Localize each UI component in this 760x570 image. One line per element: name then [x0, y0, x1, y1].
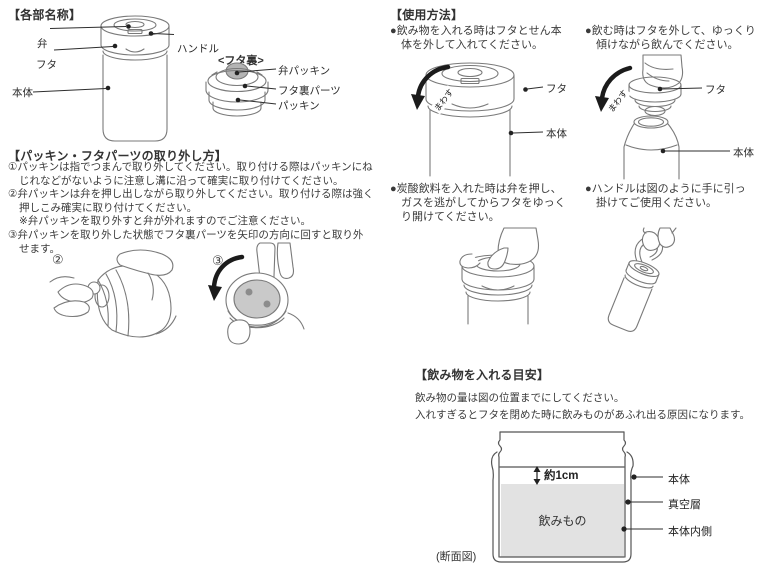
usage-figure-soda — [420, 227, 585, 340]
close-lid-illustration — [411, 62, 544, 177]
label-body: 本体 — [733, 147, 754, 159]
removal-step-3: ③弁パッキンを取り外した状態でフタ裏パーツを矢印の方向に回すと取り外 せます。 — [8, 228, 364, 255]
fill-guide-note: 飲み物の量は図の位置までにしてください。 入れすぎるとフタを閉めた時に飲みものが… — [415, 392, 750, 421]
cross-section-caption: (断面図) — [436, 551, 477, 563]
cross-section-illustration — [490, 431, 663, 563]
label-valve: 弁 — [37, 38, 48, 50]
section-title-removal: 【パッキン・フタパーツの取り外し方】 — [8, 149, 228, 163]
label-body: 本体 — [12, 87, 33, 99]
label-valve-packing: 弁パッキン — [278, 65, 331, 77]
label-lid: フタ — [705, 84, 726, 96]
section-title-parts: 【各部名称】 — [8, 8, 82, 22]
bottle-illustration — [32, 15, 175, 142]
label-body: 本体 — [668, 474, 690, 486]
lid-back-figure: <フタ裏> 弁パッキン フタ裏パーツ パッキン — [200, 50, 380, 150]
removal-step-2: ②弁パッキンは弁を押し出しながら取り外してください。取り付ける際は強く 押しこみ… — [8, 188, 374, 228]
label-lid: フタ — [36, 59, 57, 71]
removal-figure-3: ③ — [200, 242, 320, 353]
usage-bullet-soda: ●炭酸飲料を入れた時は弁を押し、 ガスを逃がしてからフタをゆっく り開けてくださ… — [390, 183, 566, 224]
figure-3-number: ③ — [212, 253, 224, 268]
lid-back-title: <フタ裏> — [218, 55, 264, 67]
label-vacuum-layer: 真空層 — [668, 499, 701, 511]
gap-label: 約1cm — [544, 470, 579, 482]
usage-figure-fill: まわす フタ 本体 — [390, 58, 575, 178]
rotate-part-illustration — [208, 242, 305, 345]
usage-bullet-drink: ●飲む時はフタを外して、ゆっくり 傾けながら飲んでください。 — [585, 25, 756, 52]
usage-bullet-fill: ●飲み物を入れる時はフタとせん本 体を外して入れてください。 — [390, 25, 562, 52]
pinch-packing-illustration — [49, 249, 177, 338]
label-packing: パッキン — [278, 100, 320, 112]
figure-2-number: ② — [52, 252, 64, 267]
label-handle: ハンドル — [177, 43, 219, 55]
removal-steps: ①パッキンは指でつまんで取り外してください。取り付ける際はパッキンにね じれなど… — [8, 161, 388, 256]
hang-handle-illustration — [607, 227, 677, 332]
drink-label: 飲みもの — [538, 514, 587, 528]
cross-section-figure: 約1cm 本体 真空層 本体内側 飲みもの (断面図) — [420, 428, 760, 570]
section-title-usage: 【使用方法】 — [390, 8, 464, 22]
section-title-fill-guide: 【飲み物を入れる目安】 — [415, 368, 550, 382]
label-lid-back-part: フタ裏パーツ — [278, 85, 341, 97]
usage-bullet-handle: ●ハンドルは図のように手に引っ 掛けてご使用ください。 — [585, 183, 746, 210]
lid-back-illustration — [205, 62, 277, 117]
removal-figure-2: ② — [49, 246, 180, 354]
open-lid-illustration — [595, 54, 730, 180]
removal-step-1: ①パッキンは指でつまんで取り外してください。取り付ける際はパッキンにね じれなど… — [8, 161, 373, 187]
usage-figure-drink: まわす フタ 本体 — [585, 54, 760, 180]
parts-bottle-figure: 弁 ハンドル フタ 本体 — [0, 14, 380, 150]
press-valve-illustration — [459, 227, 540, 325]
label-lid: フタ — [546, 83, 567, 95]
label-body: 本体 — [546, 128, 567, 140]
label-body-inner: 本体内側 — [668, 526, 712, 538]
usage-figure-handle — [600, 227, 760, 340]
